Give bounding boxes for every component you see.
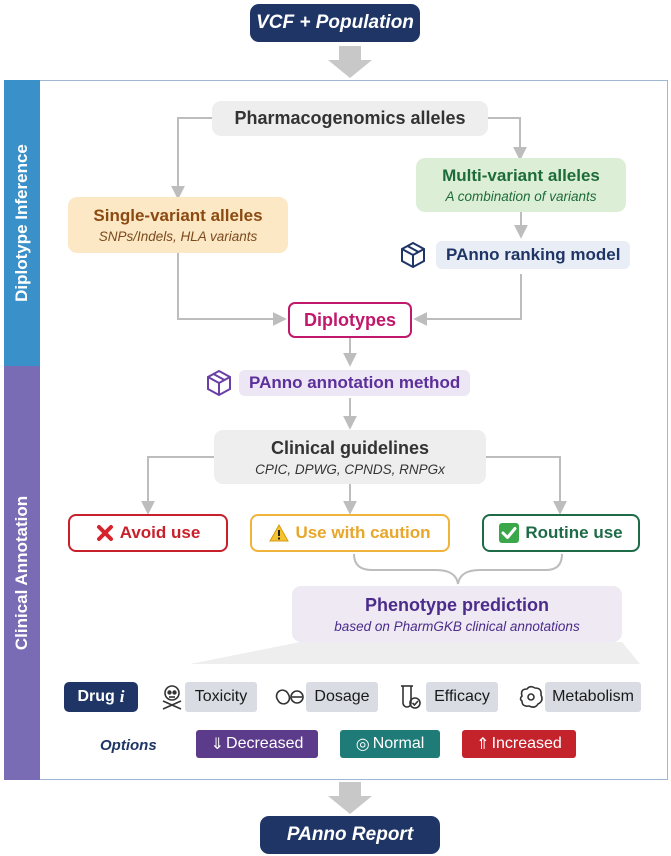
cube-icon bbox=[396, 238, 430, 272]
section-diplotype-inference: Diplotype Inference bbox=[4, 80, 40, 366]
arrow-single-to-diplotypes bbox=[177, 253, 287, 326]
guidelines-title: Clinical guidelines bbox=[270, 437, 430, 458]
use-with-caution-label: Use with caution bbox=[295, 523, 431, 542]
arrow-to-avoid bbox=[141, 456, 214, 515]
arrow-to-single bbox=[171, 117, 212, 200]
effect-metabolism: Metabolism bbox=[545, 682, 641, 712]
drug-label-box: Drug i bbox=[64, 682, 138, 712]
arrow-to-multi bbox=[488, 117, 527, 161]
check-icon bbox=[499, 523, 520, 543]
option-increased-label: Increased bbox=[491, 735, 562, 752]
annotation-method-label: PAnno annotation method bbox=[239, 370, 471, 396]
routine-use-label: Routine use bbox=[525, 523, 623, 542]
option-normal-label: Normal bbox=[372, 735, 425, 752]
ranking-model-label: PAnno ranking model bbox=[436, 241, 631, 269]
double-up-arrow-icon: ⇑ bbox=[476, 736, 490, 753]
input-label: VCF + Population bbox=[250, 4, 420, 42]
options-label: Options bbox=[100, 736, 157, 754]
cross-icon bbox=[96, 524, 114, 542]
phenotype-prediction-box: Phenotype prediction based on PharmGKB c… bbox=[292, 586, 622, 642]
option-normal: ◎ Normal bbox=[340, 730, 440, 758]
drug-label: Drug bbox=[77, 688, 115, 705]
phenotype-title: Phenotype prediction bbox=[364, 594, 550, 615]
single-variant-subtitle: SNPs/Indels, HLA variants bbox=[98, 229, 258, 244]
routine-use-box: Routine use bbox=[482, 514, 640, 552]
output-label: PAnno Report bbox=[260, 816, 440, 854]
section-clinical-annotation: Clinical Annotation bbox=[4, 366, 40, 780]
double-down-arrow-icon: ⇓ bbox=[210, 736, 225, 753]
warning-icon bbox=[269, 524, 290, 542]
option-decreased: ⇓ Decreased bbox=[196, 730, 318, 758]
skull-crossbones-icon bbox=[157, 681, 187, 713]
effect-dosage: Dosage bbox=[306, 682, 378, 712]
diplotypes-label: Diplotypes bbox=[303, 309, 396, 330]
arrow-ranking-to-diplotypes bbox=[413, 274, 522, 326]
pill-capsule-icon bbox=[275, 683, 305, 711]
cube-icon bbox=[203, 367, 235, 399]
use-with-caution-box: Use with caution bbox=[250, 514, 450, 552]
brace bbox=[353, 553, 563, 585]
clinical-guidelines-box: Clinical guidelines CPIC, DPWG, CPNDS, R… bbox=[214, 430, 486, 484]
double-circle-icon: ◎ bbox=[355, 736, 370, 753]
multi-variant-title: Multi-variant alleles bbox=[442, 166, 600, 185]
pgx-alleles-box: Pharmacogenomics alleles bbox=[212, 101, 488, 136]
fan-shadow bbox=[190, 642, 640, 664]
test-tube-icon bbox=[396, 682, 424, 712]
avoid-use-label: Avoid use bbox=[119, 523, 201, 542]
multi-variant-box: Multi-variant alleles A combination of v… bbox=[416, 158, 626, 212]
cell-icon bbox=[516, 682, 546, 712]
multi-variant-subtitle: A combination of variants bbox=[445, 189, 597, 204]
diplotypes-box: Diplotypes bbox=[288, 302, 412, 338]
guidelines-subtitle: CPIC, DPWG, CPNDS, RNPGx bbox=[255, 461, 445, 477]
single-variant-title: Single-variant alleles bbox=[93, 206, 263, 225]
single-variant-box: Single-variant alleles SNPs/Indels, HLA … bbox=[68, 197, 288, 253]
drug-variable: i bbox=[119, 687, 125, 706]
effect-efficacy: Efficacy bbox=[426, 682, 498, 712]
big-arrow-bottom bbox=[328, 782, 372, 814]
option-increased: ⇑ Increased bbox=[462, 730, 576, 758]
effect-toxicity: Toxicity bbox=[185, 682, 257, 712]
pgx-alleles-label: Pharmacogenomics alleles bbox=[234, 108, 466, 128]
option-decreased-label: Decreased bbox=[226, 735, 304, 752]
ranking-model: PAnno ranking model bbox=[396, 236, 652, 274]
annotation-method: PAnno annotation method bbox=[203, 366, 503, 400]
arrow-to-routine bbox=[486, 456, 567, 515]
avoid-use-box: Avoid use bbox=[68, 514, 228, 552]
big-arrow-top bbox=[328, 46, 372, 78]
phenotype-subtitle: based on PharmGKB clinical annotations bbox=[334, 618, 580, 634]
